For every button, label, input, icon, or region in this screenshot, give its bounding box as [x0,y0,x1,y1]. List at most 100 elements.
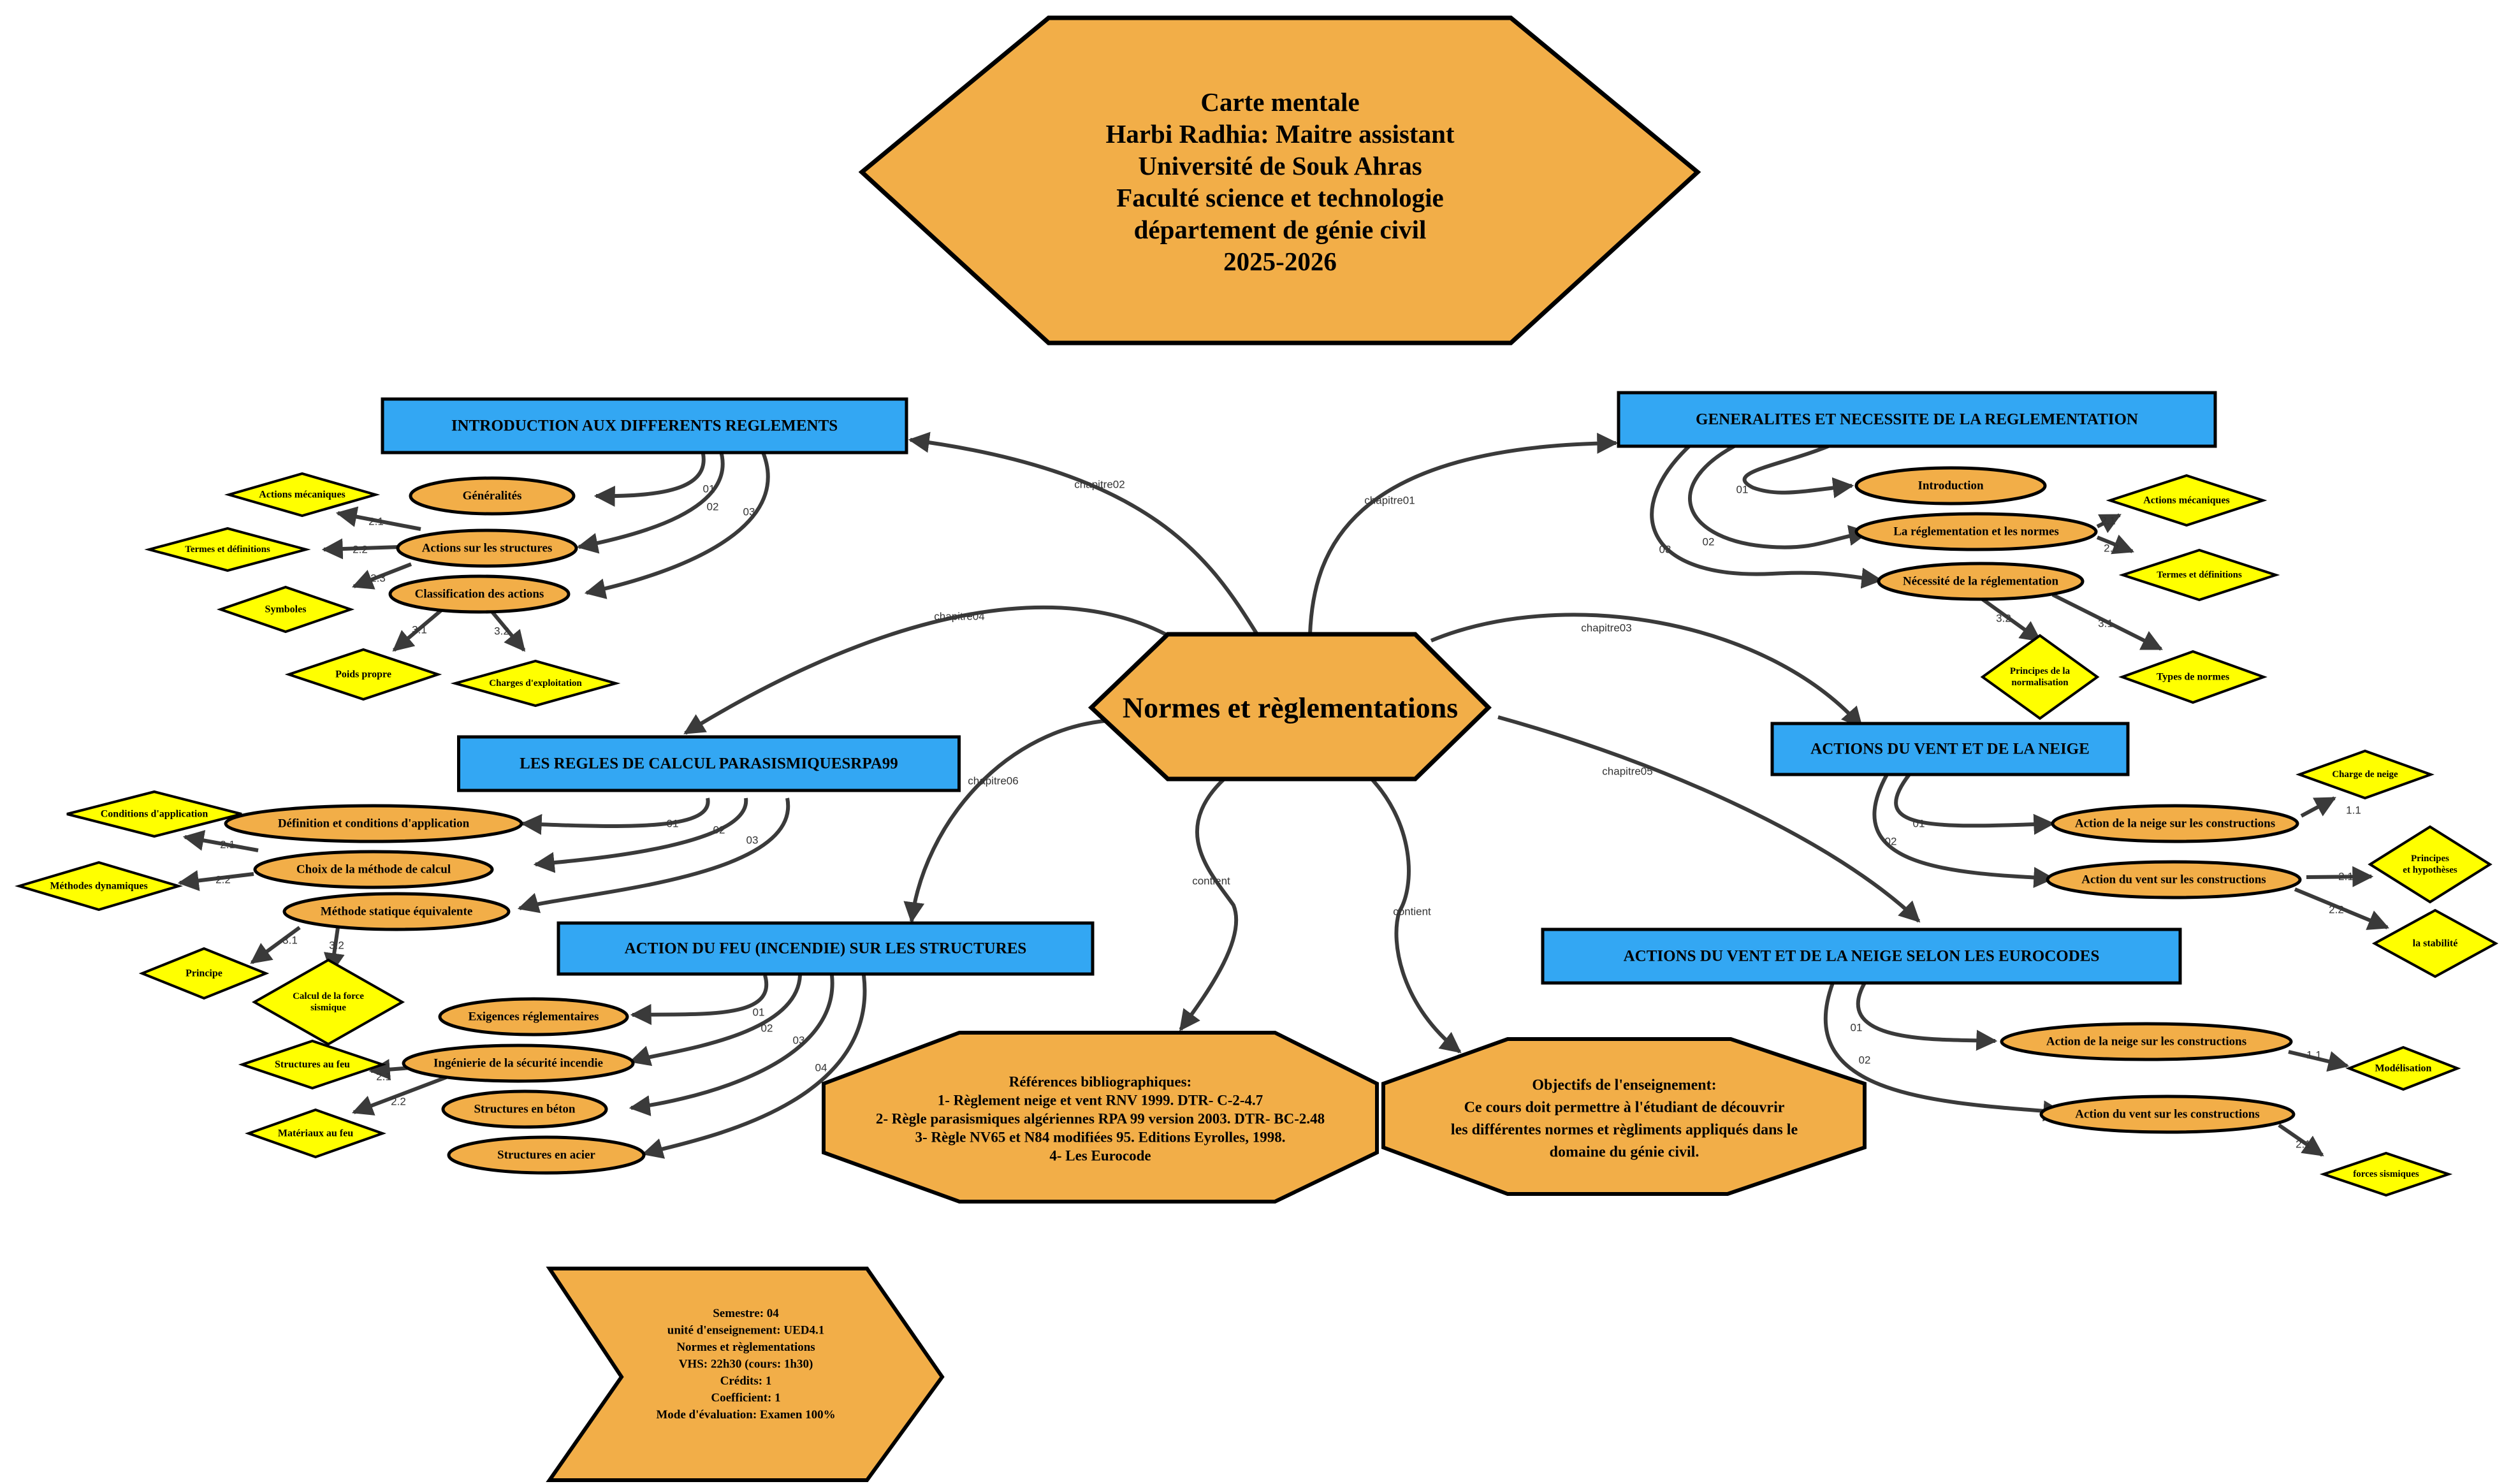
edge-feu-21 [368,1059,412,1080]
detail-vn-charge[interactable] [2296,749,2435,800]
chapter-intro-box[interactable] [381,397,908,455]
objectives-text-line: Ce cours doit permettre à l'étudiant de … [1464,1100,1785,1116]
edge-intro-03 [584,448,770,599]
title-text-line: Université de Souk Ahras [1138,151,1422,180]
detail-gen-principes[interactable] [1980,634,2100,720]
chapter-generalites-box[interactable] [1617,391,2217,448]
center-node[interactable] [1088,632,1492,782]
section-intro-classification[interactable] [388,574,571,614]
detail-para-methodes-label: Méthodes dynamiques [50,881,147,892]
course-info-node[interactable] [546,1267,945,1482]
detail-intro-actions-mecaniques[interactable] [224,472,381,518]
edge-intro-23 [351,562,412,590]
edge-label: 2.1 [376,1071,391,1083]
section-gen-reglementation[interactable] [1854,512,2098,551]
edge-label: 01 [753,1007,765,1019]
chapter-parasismiques-box[interactable] [457,735,961,792]
detail-gen-actions-mecaniques[interactable] [2106,474,2267,527]
detail-para-calcul[interactable] [251,958,405,1046]
detail-gen-types[interactable] [2118,650,2267,704]
references-text-line: Références bibliographiques: [1009,1074,1191,1090]
edge-intro-22 [321,538,401,560]
detail-gen-actions-mecaniques-label: Actions mécaniques [2143,495,2230,506]
detail-intro-poids-propre[interactable] [284,648,442,701]
edge-label: 2.1 [2100,515,2116,527]
detail-intro-charges-label: Charges d'exploitation [489,678,582,688]
detail-vn-stabilite[interactable] [2371,908,2499,978]
section-intro-generalites[interactable] [409,476,576,516]
section-euro-vent[interactable] [2039,1095,2296,1134]
edge-labels-layer: chapitre02chapitre01chapitre04chapitre03… [215,479,2361,1151]
section-para-statique[interactable] [282,892,511,931]
edge-label-chapitre02: chapitre02 [1074,479,1125,491]
edge-label: 3.1 [412,624,427,636]
edge-label: 2.3 [370,572,386,585]
section-gen-introduction[interactable] [1854,466,2047,506]
section-intro-actions[interactable] [396,528,578,568]
detail-para-methodes[interactable] [14,861,184,912]
edge-label: 2.1 [2338,871,2354,883]
course-info-text-line: Semestre: 04 [713,1307,779,1320]
section-vn-vent[interactable] [2046,860,2302,899]
chapter-vent-neige-label: ACTIONS DU VENT ET DE LA NEIGE [1810,741,2090,758]
objectives-text-line: domaine du génie civil. [1550,1144,1700,1161]
edge-label-chapitre05: chapitre05 [1602,766,1652,778]
section-intro-generalites-label: Généralités [463,490,522,503]
edge-para-21 [182,830,259,852]
edge-label: 03 [793,1035,805,1047]
edge-label: 02 [707,501,719,513]
detail-feu-structures[interactable] [238,1039,387,1090]
detail-intro-charges[interactable] [450,659,621,708]
detail-intro-symboles[interactable] [216,585,355,634]
edge-label: 01 [703,483,715,495]
detail-euro-modelisation[interactable] [2345,1045,2461,1091]
detail-para-principe[interactable] [138,947,270,1000]
edge-para-02 [533,797,748,873]
detail-intro-poids-propre-label: Poids propre [335,669,391,680]
edge-para-31 [250,926,301,964]
course-info-text-line: Crédits: 1 [720,1374,772,1388]
edge-label: 1.1 [2306,1049,2322,1061]
edge-para-03 [517,797,790,913]
section-feu-exigences[interactable] [438,997,629,1037]
edge-chapitre04 [683,605,1184,735]
references-node[interactable] [822,1031,1379,1204]
detail-intro-symboles-label: Symboles [265,604,307,615]
objectives-node[interactable] [1381,1037,1867,1196]
section-vn-neige[interactable] [2051,804,2299,843]
edge-label-contient-objectives: contient [1393,906,1431,918]
detail-intro-termes[interactable] [144,527,311,572]
detail-vn-principes[interactable] [2368,825,2493,904]
edge-label: 2.1 [2296,1138,2311,1151]
section-para-definition-label: Définition et conditions d'application [278,817,470,831]
chapter-feu-box[interactable] [557,921,1095,976]
chapter-eurocodes-box[interactable] [1541,927,2182,985]
section-gen-necessite[interactable] [1877,562,2085,601]
section-euro-neige[interactable] [2000,1022,2293,1061]
edge-chapitre05 [1497,715,1921,923]
detail-euro-forces[interactable] [2319,1151,2453,1197]
edge-label: 2.2 [2104,542,2119,555]
detail-gen-termes[interactable] [2118,548,2280,602]
edge-label: 2.1 [220,839,235,851]
center-label: Normes et règlementations [1123,692,1458,724]
section-para-definition[interactable] [224,804,523,843]
section-feu-ingenierie-label: Ingénierie de la sécurité incendie [433,1057,603,1070]
detail-intro-actions-mecaniques-label: Actions mécaniques [259,490,346,500]
detail-para-conditions[interactable] [66,790,242,838]
detail-euro-modelisation-label: Modélisation [2375,1063,2432,1074]
section-para-choix[interactable] [253,850,494,889]
section-feu-beton[interactable] [441,1089,608,1129]
edge-gen-22 [2096,534,2135,555]
chapter-vent-neige-box[interactable] [1770,722,2130,776]
section-feu-ingenierie[interactable] [402,1044,635,1083]
detail-feu-materiaux[interactable] [244,1108,387,1159]
references-text-line: 4- Les Eurocode [1049,1148,1151,1164]
section-feu-acier[interactable] [447,1135,646,1175]
edge-intro-01 [593,446,706,507]
edge-label: 04 [815,1062,827,1074]
